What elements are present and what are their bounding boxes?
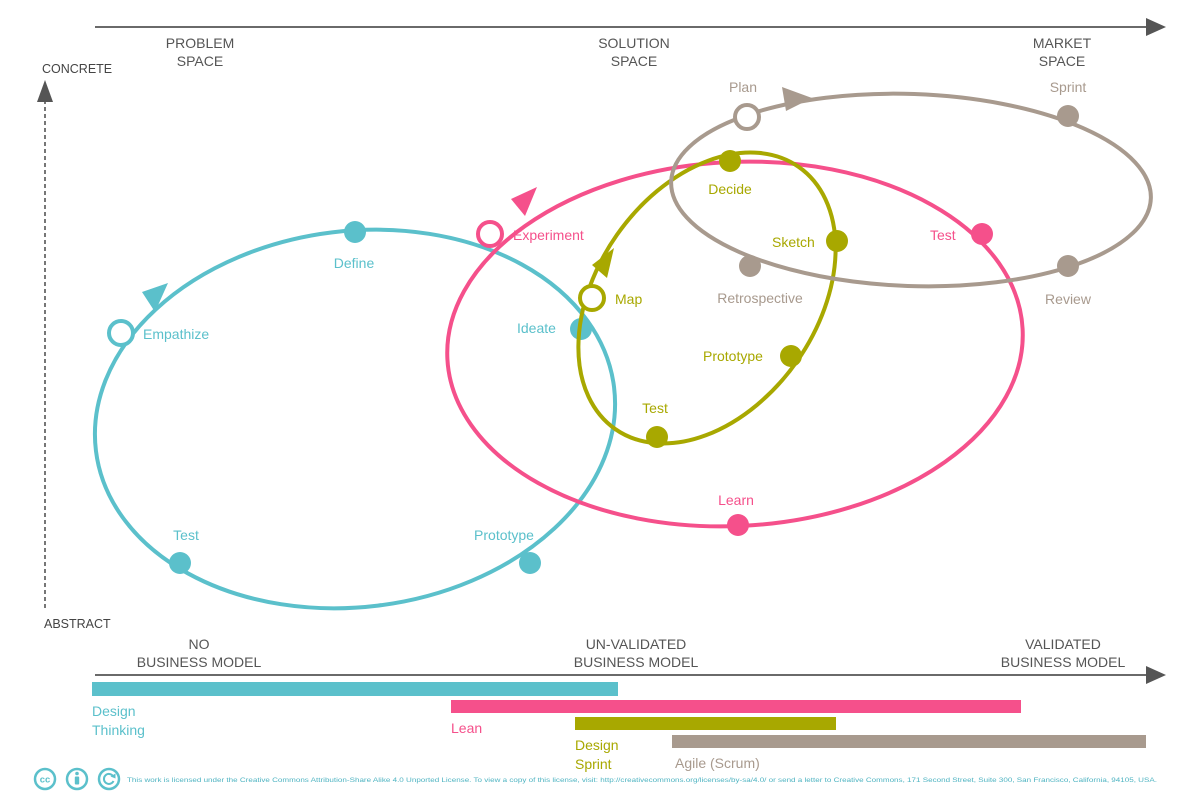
bar-design-sprint [575,717,836,730]
svg-text:PROBLEM: PROBLEM [166,35,234,51]
legend-design-sprint-line2: Sprint [575,756,612,772]
design-sprint-node-test [646,426,668,448]
label-retrospective: Retrospective [717,290,803,306]
lean-node-learn [727,514,749,536]
label-plan: Plan [729,79,757,95]
label-sprint: Sprint [1050,79,1087,95]
svg-text:SOLUTION: SOLUTION [598,35,670,51]
design-thinking-loop: Empathize Define Ideate Prototype Test [92,221,618,611]
label-define: Define [334,255,375,271]
design-thinking-node-define [344,221,366,243]
lean-node-experiment [476,220,504,248]
label-sketch: Sketch [772,234,815,250]
vertical-axis [37,80,53,608]
legend-design-thinking-line1: Design [92,703,136,719]
design-thinking-ellipse [92,227,618,611]
share-alike-icon [97,767,121,791]
legend-lean: Lean [451,720,482,736]
agile-node-sprint [1057,105,1079,127]
cc-icon: cc [33,767,57,791]
bottom-axis [95,666,1166,684]
agile-direction-arrow-icon [782,87,812,111]
label-experiment: Experiment [513,227,584,243]
design-sprint-direction-arrow-icon [592,248,614,278]
attribution-icon [65,767,89,791]
design-thinking-direction-arrow-icon [142,283,168,312]
label-prototype-ds: Prototype [703,348,763,364]
label-empathize: Empathize [143,326,209,342]
svg-text:cc: cc [40,775,51,786]
legend-design-thinking-line2: Thinking [92,722,145,738]
svg-text:SPACE: SPACE [177,53,223,69]
design-sprint-loop: Map Decide Sketch Prototype Test [576,150,848,448]
bottom-axis-arrowhead [1146,666,1166,684]
label-learn: Learn [718,492,754,508]
label-test-lean: Test [930,227,956,243]
lean-direction-arrow-icon [511,187,537,216]
space-header-problem: PROBLEM SPACE [166,35,234,69]
bar-design-thinking [92,682,618,696]
bar-agile [672,735,1146,748]
agile-ellipse [669,91,1153,289]
svg-text:SPACE: SPACE [1039,53,1085,69]
label-decide: Decide [708,181,752,197]
svg-text:MARKET: MARKET [1033,35,1092,51]
svg-text:BUSINESS MODEL: BUSINESS MODEL [1001,654,1126,670]
agile-loop: Plan Sprint Review Retrospective [669,79,1153,307]
design-sprint-node-decide [719,150,741,172]
bar-lean [451,700,1021,713]
lean-loop: Experiment Test Learn [445,159,1025,536]
svg-text:BUSINESS MODEL: BUSINESS MODEL [574,654,699,670]
top-axis-arrowhead [1146,18,1166,36]
svg-text:VALIDATED: VALIDATED [1025,636,1101,652]
label-review: Review [1045,291,1092,307]
axis-label-concrete: CONCRETE [42,62,112,76]
label-test-ds: Test [642,400,668,416]
business-model-none: NO BUSINESS MODEL [137,636,262,670]
agile-node-review [1057,255,1079,277]
design-sprint-node-prototype [780,345,802,367]
design-thinking-node-test [169,552,191,574]
license-text: This work is licensed under the Creative… [127,777,1157,784]
space-header-market: MARKET SPACE [1033,35,1092,69]
label-test-dt: Test [173,527,199,543]
design-thinking-node-empathize [107,319,135,347]
label-map: Map [615,291,642,307]
top-axis [95,18,1166,36]
svg-text:SPACE: SPACE [611,53,657,69]
legend-agile: Agile (Scrum) [675,755,760,771]
legend-design-sprint-line1: Design [575,737,619,753]
label-prototype-dt: Prototype [474,527,534,543]
business-model-unvalidated: UN-VALIDATED BUSINESS MODEL [574,636,699,670]
license-footer: cc This work is licensed under the Creat… [33,767,1157,791]
vertical-axis-arrowhead [37,80,53,102]
axis-label-abstract: ABSTRACT [44,617,111,631]
agile-node-plan [733,103,761,131]
svg-text:BUSINESS MODEL: BUSINESS MODEL [137,654,262,670]
design-thinking-node-prototype [519,552,541,574]
business-model-validated: VALIDATED BUSINESS MODEL [1001,636,1126,670]
label-ideate: Ideate [517,320,556,336]
svg-text:NO: NO [189,636,210,652]
design-sprint-node-sketch [826,230,848,252]
svg-text:UN-VALIDATED: UN-VALIDATED [586,636,687,652]
lean-node-test [971,223,993,245]
space-header-solution: SOLUTION SPACE [598,35,670,69]
timeline-legend: Design Thinking Lean Design Sprint Agile… [92,682,1146,772]
design-sprint-node-map [578,284,606,312]
agile-node-retrospective [739,255,761,277]
